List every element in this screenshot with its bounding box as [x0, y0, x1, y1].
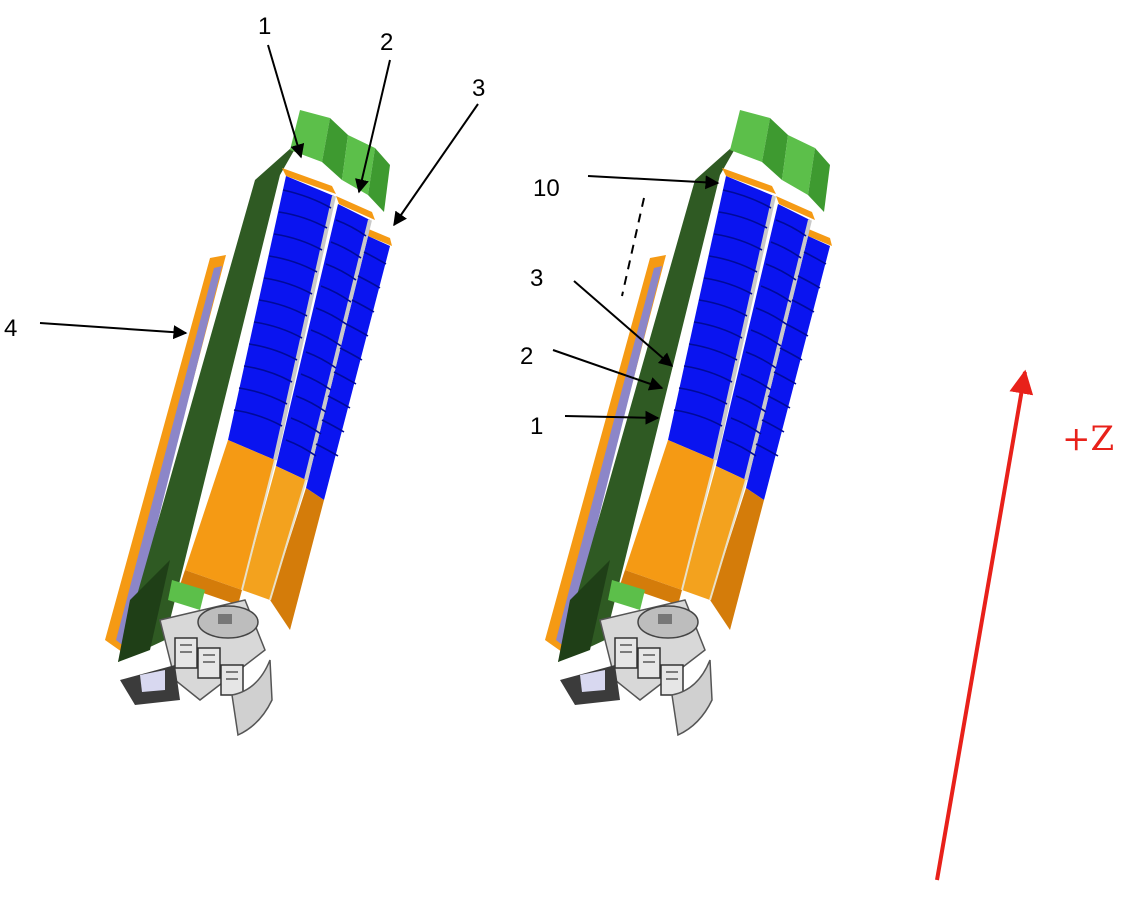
left-callout-3-label: 3 [472, 75, 485, 102]
left-callout-4-arrow [39, 322, 188, 340]
right-callouts: 10 3 2 1 [520, 175, 720, 440]
z-axis-arrow [935, 369, 1034, 881]
left-callout-2-label: 2 [380, 29, 393, 56]
right-callout-10-arrow [587, 175, 720, 190]
right-module-drawing [543, 108, 834, 737]
z-axis: +Z [935, 369, 1114, 881]
right-callout-2-arrow [552, 349, 664, 391]
right-callout-10-label: 10 [533, 175, 560, 202]
right-callout-1-label: 1 [530, 413, 543, 440]
left-callout-2-arrow [355, 59, 391, 194]
right-callout-3-label: 3 [530, 265, 543, 292]
right-callout-3-arrow [573, 280, 674, 367]
right-callout-1-arrow [564, 410, 660, 425]
left-callout-1-arrow [267, 44, 305, 159]
left-callouts: 1 2 3 4 [4, 13, 485, 342]
left-callout-3-arrow [393, 103, 479, 227]
left-callout-1-label: 1 [258, 13, 271, 40]
right-ellipsis-dashes [621, 197, 645, 297]
left-module-drawing [103, 108, 394, 737]
right-detector-model [543, 108, 834, 737]
left-callout-4-label: 4 [4, 315, 17, 342]
z-axis-label: +Z [1062, 419, 1114, 459]
left-detector-model [103, 108, 394, 737]
right-callout-2-label: 2 [520, 343, 533, 370]
